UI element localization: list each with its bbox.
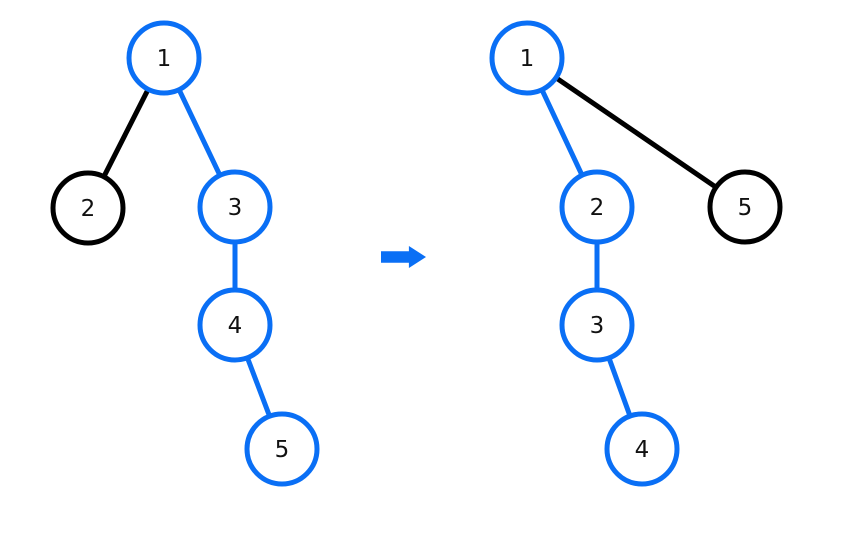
tree-node-R4[interactable]: 4 (604, 411, 680, 487)
node-circle-L1 (126, 20, 202, 96)
node-circle-R3 (559, 287, 635, 363)
node-circle-R1 (489, 20, 565, 96)
node-label-R3: 3 (590, 313, 605, 339)
node-label-L1: 1 (157, 46, 172, 72)
before-tree-nodes: 1 2 3 4 5 (50, 20, 320, 487)
node-circle-L3 (197, 169, 273, 245)
tree-node-R3[interactable]: 3 (559, 287, 635, 363)
node-label-L2: 2 (81, 196, 96, 222)
node-label-R5: 5 (738, 195, 753, 221)
tree-node-L5[interactable]: 5 (244, 411, 320, 487)
tree-edge-L1-L2 (100, 84, 152, 182)
node-circle-L4 (197, 287, 273, 363)
node-label-R2: 2 (590, 195, 605, 221)
tree-edge-R1-R2 (538, 85, 586, 180)
after-tree-edges (538, 74, 721, 421)
tree-edge-R3-R4 (605, 353, 634, 421)
tree-node-R5[interactable]: 5 (707, 169, 783, 245)
node-label-L5: 5 (275, 437, 290, 463)
tree-node-L2[interactable]: 2 (50, 170, 126, 246)
transformation-arrow-group (381, 246, 426, 268)
tree-node-R2[interactable]: 2 (559, 169, 635, 245)
node-circle-L5 (244, 411, 320, 487)
arrow-right-icon (381, 246, 426, 268)
node-label-L3: 3 (228, 195, 243, 221)
node-circle-R5 (707, 169, 783, 245)
tree-edge-L4-L5 (244, 353, 273, 421)
tree-node-L4[interactable]: 4 (197, 287, 273, 363)
node-circle-R4 (604, 411, 680, 487)
tree-node-L1[interactable]: 1 (126, 20, 202, 96)
node-label-R4: 4 (635, 437, 650, 463)
before-tree-edges (100, 84, 273, 421)
node-label-R1: 1 (520, 46, 535, 72)
tree-edge-R1-R5 (551, 74, 721, 191)
after-tree-nodes: 1 2 5 3 4 (489, 20, 783, 487)
tree-edge-L1-L3 (175, 85, 224, 180)
tree-node-L3[interactable]: 3 (197, 169, 273, 245)
node-circle-L2 (50, 170, 126, 246)
node-circle-R2 (559, 169, 635, 245)
tree-node-R1[interactable]: 1 (489, 20, 565, 96)
node-label-L4: 4 (228, 313, 243, 339)
